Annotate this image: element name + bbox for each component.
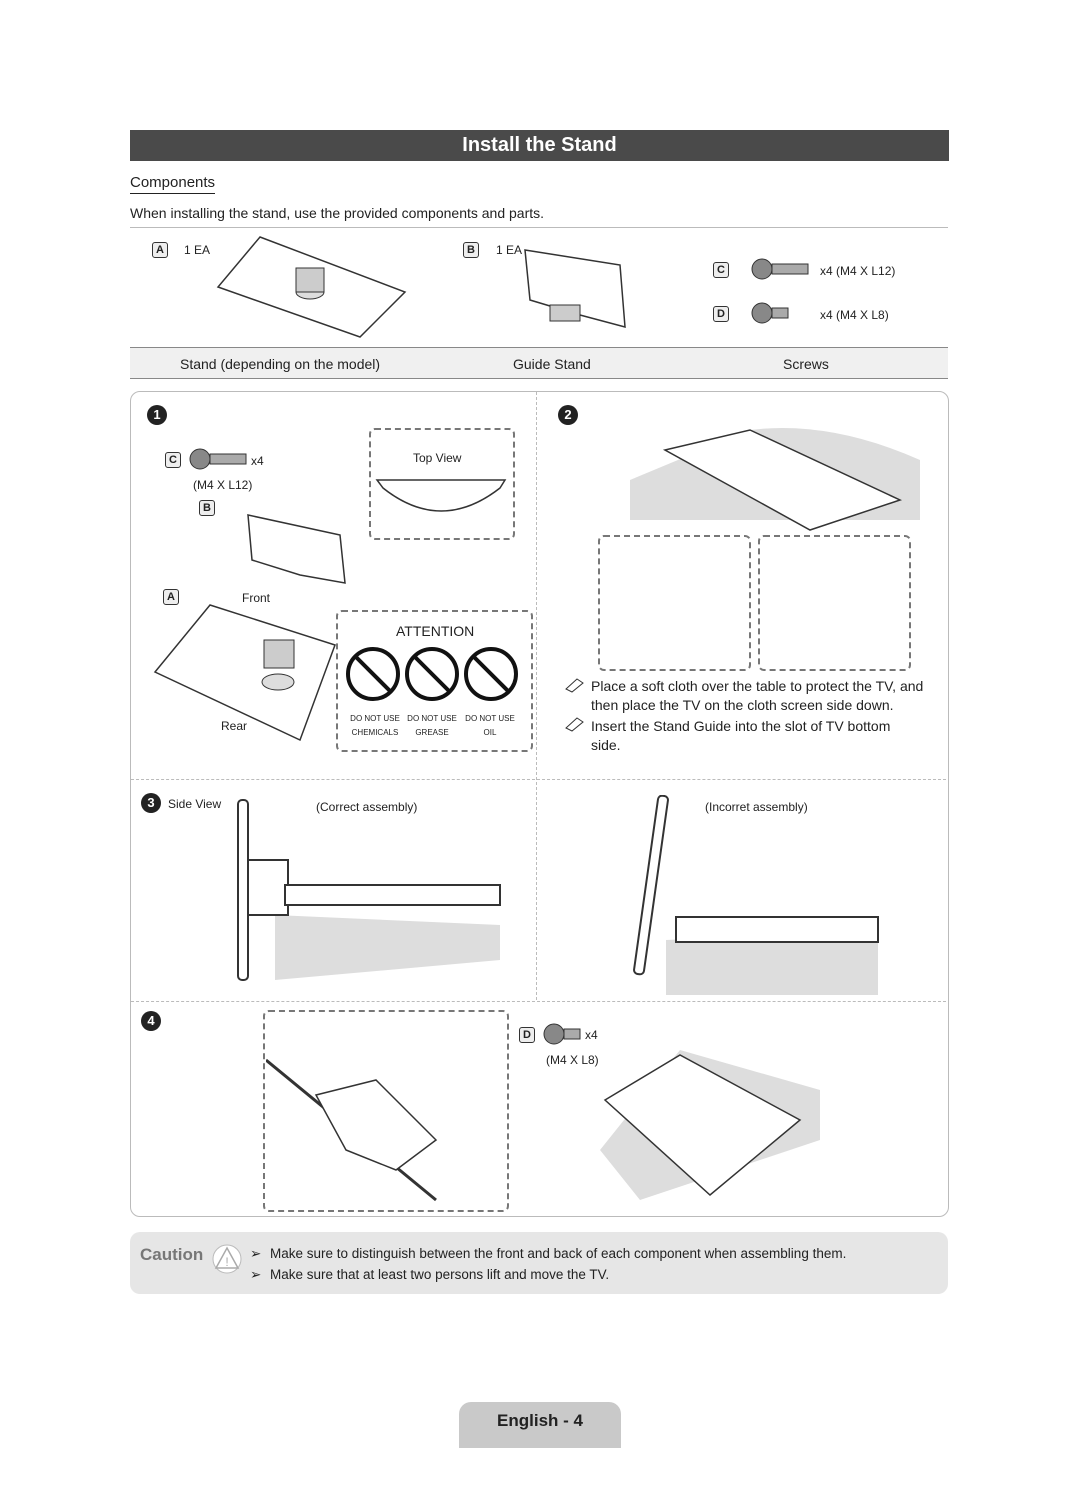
- step1-badge-b: B: [199, 500, 215, 516]
- guide-insert-detail-1: [598, 535, 751, 671]
- badge-d: D: [713, 306, 729, 322]
- warning-icon: !: [212, 1244, 242, 1274]
- step-4-number: 4: [141, 1011, 161, 1031]
- screw-short-icon: [751, 302, 789, 324]
- stand-base-illustration: [216, 236, 407, 338]
- correct-assembly-illustration: [237, 799, 501, 981]
- step4-d-count: x4: [585, 1028, 598, 1042]
- no-oil-icon: [464, 647, 518, 701]
- tv-on-cloth-illustration: [630, 428, 920, 531]
- badge-c: C: [713, 262, 729, 278]
- page-number-tab: English - 4: [459, 1402, 621, 1448]
- panel-divider-v: [536, 392, 538, 1000]
- step-1-number: 1: [147, 405, 167, 425]
- stand-base-illustration: [153, 604, 336, 742]
- guide-insert-detail-2: [758, 535, 911, 671]
- divider: [130, 227, 948, 228]
- step-2-number: 2: [558, 405, 578, 425]
- qty-b: 1 EA: [496, 243, 523, 257]
- label-stand: Stand (depending on the model): [180, 356, 381, 372]
- caution-box: [130, 1232, 948, 1294]
- badge-a: A: [152, 242, 168, 258]
- panel-divider-h1: [131, 779, 946, 780]
- page-title: Install the Stand: [130, 130, 949, 161]
- step1-c-count: x4: [251, 454, 264, 468]
- note-pencil-icon: [565, 717, 584, 732]
- qty-a: 1 EA: [184, 243, 211, 257]
- caution-arrow-1: ➢: [250, 1246, 262, 1261]
- step1-badge-a: A: [163, 589, 179, 605]
- guide-stand-illustration: [247, 514, 346, 584]
- step4-badge-d: D: [519, 1027, 535, 1043]
- label-rear: Rear: [221, 719, 248, 733]
- label-screws: Screws: [783, 356, 829, 372]
- label-incorrect: (Incorret assembly): [705, 800, 808, 814]
- label-correct: (Correct assembly): [316, 800, 418, 814]
- top-view-box: [369, 428, 515, 540]
- attention-box: [336, 610, 533, 752]
- step4-d-spec: (M4 X L8): [546, 1053, 599, 1067]
- step-3-number: 3: [141, 793, 161, 813]
- caution-label: Caution: [140, 1245, 204, 1264]
- note-pencil-icon: [565, 678, 584, 693]
- guide-stand-illustration: [524, 249, 626, 328]
- no-grease-icon: [405, 647, 459, 701]
- incorrect-assembly-illustration: [633, 795, 879, 995]
- qty-d: x4 (M4 X L8): [820, 308, 889, 322]
- top-view-illustration: [375, 479, 507, 512]
- label-top-view: Top View: [413, 451, 462, 465]
- panel-divider-h2: [131, 1001, 946, 1002]
- screw-detail-box: [263, 1010, 509, 1212]
- steps-panel: [130, 391, 949, 1217]
- step2-note-1: Place a soft cloth over the table to pro…: [591, 678, 924, 713]
- svg-text:!: !: [225, 1255, 228, 1269]
- screw-detail-illustration: [266, 1058, 438, 1202]
- label-front: Front: [242, 591, 271, 605]
- step1-badge-c: C: [165, 452, 181, 468]
- qty-c: x4 (M4 X L12): [820, 264, 896, 278]
- screw-long-icon: [189, 448, 247, 470]
- components-intro: When installing the stand, use the provi…: [130, 205, 545, 221]
- screw-long-icon: [751, 258, 809, 280]
- label-side-view: Side View: [168, 797, 222, 811]
- step2-note-2: Insert the Stand Guide into the slot of …: [591, 718, 891, 753]
- components-label-row: Stand (depending on the model) Guide Sta…: [130, 347, 948, 379]
- screw-short-icon: [543, 1023, 581, 1045]
- step1-c-spec: (M4 X L12): [193, 478, 253, 492]
- badge-b: B: [463, 242, 479, 258]
- tv-back-screws-illustration: [600, 1050, 820, 1200]
- caution-line-1: Make sure to distinguish between the fro…: [270, 1246, 847, 1261]
- caution-line-2: Make sure that at least two persons lift…: [270, 1267, 610, 1282]
- caution-arrow-2: ➢: [250, 1267, 262, 1282]
- label-guide-stand: Guide Stand: [513, 356, 591, 372]
- no-chemicals-icon: [346, 647, 400, 701]
- components-heading: Components: [130, 174, 216, 194]
- attention-title: ATTENTION: [396, 623, 475, 639]
